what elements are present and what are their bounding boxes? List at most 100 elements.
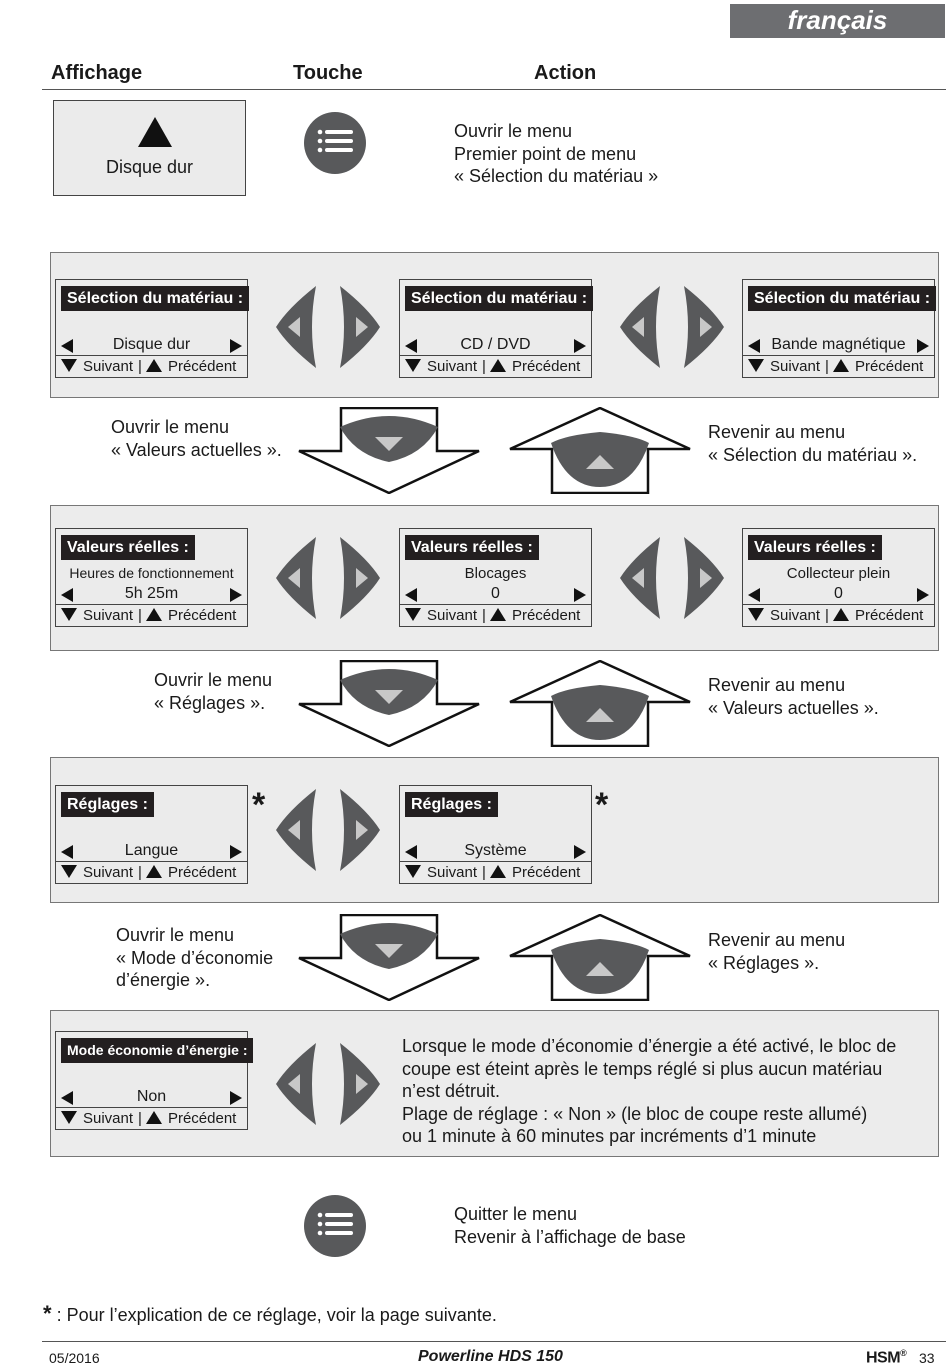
lcd-screen: Sélection du matériau : Bande magnétique… xyxy=(742,279,937,378)
lcd-nav-footer: Suivant|Précédent xyxy=(56,861,247,883)
left-arrow-icon xyxy=(405,588,417,602)
lcd-value-row: CD / DVD xyxy=(400,334,591,356)
lcd-value-row: Système xyxy=(400,840,591,862)
up-arrow-icon xyxy=(509,914,691,1001)
left-arrow-icon xyxy=(748,588,760,602)
lcd-nav-footer: Suivant|Précédent xyxy=(743,604,934,626)
lcd-title: Sélection du matériau : xyxy=(748,286,937,311)
menu-button-icon xyxy=(304,1195,366,1257)
left-right-keys-icon xyxy=(620,286,724,368)
up-triangle-icon xyxy=(138,117,172,147)
left-right-keys-icon xyxy=(276,1043,380,1125)
lcd-value-row: Langue xyxy=(56,840,247,862)
page-number: 33 xyxy=(919,1350,935,1366)
down-arrow-icon xyxy=(298,914,480,1001)
lcd-screen: Sélection du matériau : CD / DVD Suivant… xyxy=(399,279,594,378)
up-arrow-icon xyxy=(145,608,162,621)
down-arrow-icon xyxy=(405,865,421,878)
down-arrow-icon xyxy=(61,359,77,372)
left-arrow-icon xyxy=(405,845,417,859)
left-arrow-icon xyxy=(61,588,73,602)
footnote-star: * xyxy=(252,786,266,824)
lcd-value-row: 0 xyxy=(400,583,591,605)
lcd-title: Valeurs réelles : xyxy=(748,535,882,560)
transition-back-text: Revenir au menu« Réglages ». xyxy=(708,930,846,973)
header-rule xyxy=(42,89,946,90)
up-arrow-icon xyxy=(489,865,506,878)
down-arrow-icon xyxy=(298,660,480,747)
lcd-screen: Réglages : Système Suivant|Précédent xyxy=(399,785,592,884)
down-arrow-icon xyxy=(748,359,764,372)
up-arrow-icon xyxy=(145,359,162,372)
left-arrow-icon xyxy=(61,845,73,859)
lcd-title: Sélection du matériau : xyxy=(405,286,594,311)
lcd-screen: Valeurs réelles : Collecteur plein 0 Sui… xyxy=(742,528,935,627)
lcd-value-row: 0 xyxy=(743,583,934,605)
transition-back-text: Revenir au menu« Valeurs actuelles ». xyxy=(708,675,879,718)
up-arrow-icon xyxy=(145,865,162,878)
lcd-value-row: 5h 25m xyxy=(56,583,247,605)
lcd-nav-footer: Suivant|Précédent xyxy=(56,355,247,377)
lcd-title: Valeurs réelles : xyxy=(405,535,539,560)
down-arrow-icon xyxy=(405,359,421,372)
brand-logo: HSM® xyxy=(866,1348,907,1367)
left-arrow-icon xyxy=(748,339,760,353)
lcd-title: Réglages : xyxy=(405,792,498,817)
left-right-keys-icon xyxy=(276,537,380,619)
transition-back-text: Revenir au menu« Sélection du matériau »… xyxy=(708,422,918,465)
right-arrow-icon xyxy=(230,588,242,602)
column-header-display: Affichage xyxy=(51,62,143,84)
lcd-screen: Valeurs réelles : Heures de fonctionneme… xyxy=(55,528,248,627)
panel-energy-saving: Mode économie d’énergie : Non Suivant|Pr… xyxy=(50,1010,939,1157)
lcd-screen: Réglages : Langue Suivant|Précédent xyxy=(55,785,248,884)
energy-mode-description: Lorsque le mode d’économie d’énergie a é… xyxy=(402,1036,897,1146)
right-arrow-icon xyxy=(574,588,586,602)
footer-rule xyxy=(42,1341,946,1342)
down-arrow-icon xyxy=(298,407,480,494)
lcd-value-row: Bande magnétique xyxy=(743,334,934,356)
lcd-title: Valeurs réelles : xyxy=(61,535,195,560)
panel-material-selection: Sélection du matériau : Disque dur Suiva… xyxy=(50,252,939,398)
footnote-star: * xyxy=(595,786,609,824)
up-arrow-icon xyxy=(145,1111,162,1124)
right-arrow-icon xyxy=(917,339,929,353)
right-arrow-icon xyxy=(574,845,586,859)
lcd-title: Réglages : xyxy=(61,792,154,817)
up-arrow-icon xyxy=(509,407,691,494)
transition-open-text: Ouvrir le menu« Réglages ». xyxy=(154,670,273,713)
up-arrow-icon xyxy=(489,359,506,372)
footer-product: Powerline HDS 150 xyxy=(418,1348,563,1365)
lcd-subtitle: Collecteur plein xyxy=(786,565,891,582)
lcd-screen: Valeurs réelles : Blocages 0 Suivant|Pré… xyxy=(399,528,592,627)
up-arrow-icon xyxy=(832,359,849,372)
up-arrow-icon xyxy=(489,608,506,621)
left-arrow-icon xyxy=(61,1091,73,1105)
lcd-nav-footer: Suivant|Précédent xyxy=(400,355,591,377)
right-arrow-icon xyxy=(230,1091,242,1105)
transition-open-text: Ouvrir le menu« Valeurs actuelles ». xyxy=(111,417,282,460)
panel-settings: Réglages : Langue Suivant|Précédent * Ré… xyxy=(50,757,939,903)
language-tab: français xyxy=(730,4,945,38)
down-arrow-icon xyxy=(61,865,77,878)
down-arrow-icon xyxy=(405,608,421,621)
lcd-value-row: Disque dur xyxy=(56,334,247,356)
down-arrow-icon xyxy=(748,608,764,621)
lcd-nav-footer: Suivant|Précédent xyxy=(743,355,934,377)
lcd-title: Mode économie d’énergie : xyxy=(61,1038,254,1063)
right-arrow-icon xyxy=(230,339,242,353)
column-header-key: Touche xyxy=(293,62,363,84)
lcd-screen: Sélection du matériau : Disque dur Suiva… xyxy=(55,279,250,378)
column-header-action: Action xyxy=(534,62,597,84)
lcd-subtitle: Blocages xyxy=(464,565,527,582)
left-right-keys-icon xyxy=(276,789,380,871)
lcd-subtitle: Heures de fonctionnement xyxy=(69,565,234,581)
left-arrow-icon xyxy=(61,339,73,353)
lcd-nav-footer: Suivant|Précédent xyxy=(400,604,591,626)
right-arrow-icon xyxy=(917,588,929,602)
panel-actual-values: Valeurs réelles : Heures de fonctionneme… xyxy=(50,505,939,651)
down-arrow-icon xyxy=(61,608,77,621)
left-arrow-icon xyxy=(405,339,417,353)
up-arrow-icon xyxy=(832,608,849,621)
